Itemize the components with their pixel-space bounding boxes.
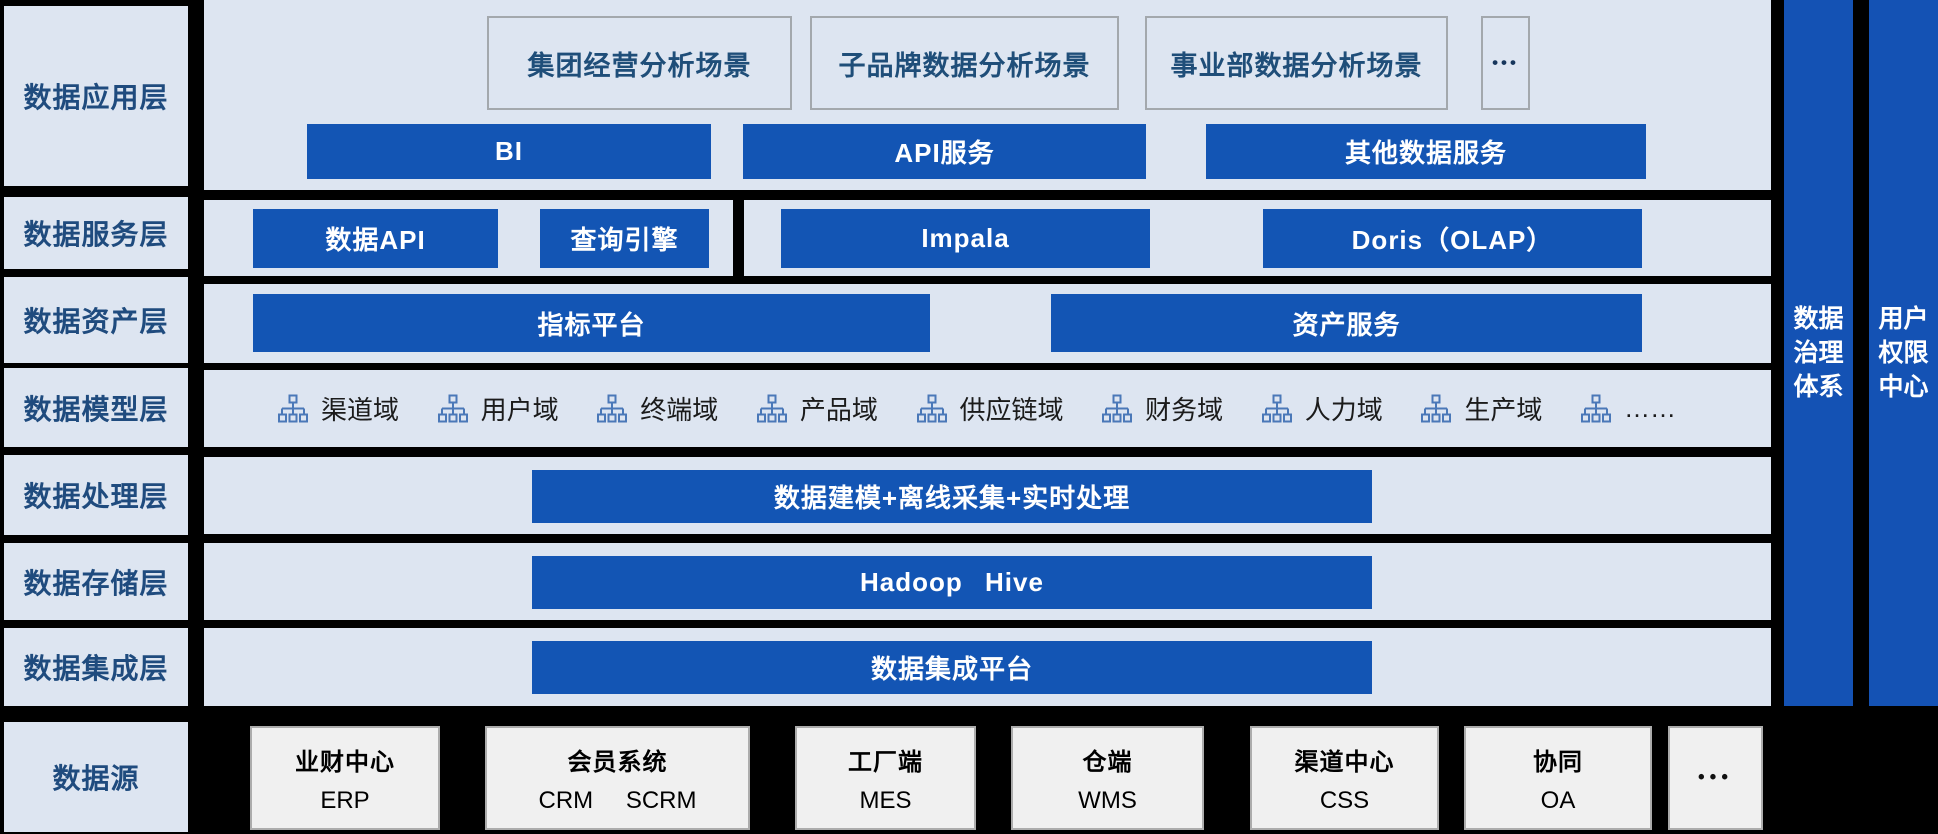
side-label-data-source: 数据源 <box>4 722 188 832</box>
org-tree-icon <box>916 394 947 424</box>
source-code: MES <box>859 786 912 814</box>
model-domain-finance: 财务域 <box>1102 390 1223 427</box>
side-label-text: 数据源 <box>52 763 140 794</box>
bar-line: 治理 <box>1793 339 1844 367</box>
ellipsis-dots: ••• <box>1698 767 1733 788</box>
pill-other-data-service: 其他数据服务 <box>1206 124 1646 179</box>
source-box-erp: 业财中心 ERP <box>250 726 440 830</box>
source-code: CSS <box>1319 786 1370 814</box>
side-label-text: 数据服务层 <box>23 219 169 250</box>
org-tree-icon <box>1421 394 1452 424</box>
side-label-text: 数据应用层 <box>23 82 169 113</box>
model-domain-user: 用户域 <box>437 390 559 427</box>
user-permission-label: 用户 权限 中心 <box>1878 302 1928 404</box>
model-domain-more: …… <box>1581 393 1676 424</box>
user-permission-bar: 用户 权限 中心 <box>1869 0 1938 706</box>
source-name: 会员系统 <box>567 748 668 776</box>
pill-bi: BI <box>307 124 711 179</box>
side-label-process-layer: 数据处理层 <box>4 455 188 535</box>
pill-data-modeling-collection: 数据建模+离线采集+实时处理 <box>532 470 1372 523</box>
pill-doris-olap: Doris（OLAP） <box>1263 209 1642 268</box>
pill-api-service: API服务 <box>743 124 1146 179</box>
source-code: ERP <box>320 786 370 814</box>
source-name: 渠道中心 <box>1294 748 1395 776</box>
source-box-mes: 工厂端 MES <box>795 726 976 830</box>
scenario-box-group-analysis: 集团经营分析场景 <box>487 16 792 110</box>
model-domain-label: 产品域 <box>799 395 878 425</box>
pill-hadoop-hive: Hadoop Hive <box>532 556 1372 609</box>
org-tree-icon <box>1581 394 1611 424</box>
side-label-text: 数据集成层 <box>23 653 169 684</box>
side-label-text: 数据模型层 <box>23 393 169 425</box>
scenario-box-division-analysis: 事业部数据分析场景 <box>1145 16 1448 110</box>
model-domain-production: 生产域 <box>1421 390 1542 427</box>
model-domain-supply-chain: 供应链域 <box>916 390 1064 427</box>
model-domain-terminal: 终端域 <box>597 390 718 427</box>
source-box-css: 渠道中心 CSS <box>1250 726 1439 830</box>
data-governance-bar: 数据 治理 体系 <box>1784 0 1853 706</box>
side-label-model-layer: 数据模型层 <box>4 368 188 447</box>
model-domain-product: 产品域 <box>756 390 878 427</box>
source-code: WMS <box>1078 786 1137 814</box>
source-name: 仓端 <box>1082 748 1133 776</box>
bar-line: 权限 <box>1878 339 1929 367</box>
side-label-service-layer: 数据服务层 <box>4 197 188 269</box>
source-box-oa: 协同 OA <box>1464 726 1652 830</box>
model-domain-label: 渠道域 <box>321 395 400 425</box>
model-domain-label: 终端域 <box>640 395 719 425</box>
source-box-wms: 仓端 WMS <box>1011 726 1204 830</box>
source-code: OA <box>1540 786 1576 814</box>
model-domain-label: 用户域 <box>480 395 559 425</box>
data-governance-label: 数据 治理 体系 <box>1793 302 1843 404</box>
pill-data-api: 数据API <box>253 209 498 268</box>
source-name: 协同 <box>1533 748 1583 776</box>
scenario-box-more: ••• <box>1481 16 1530 110</box>
source-box-more: ••• <box>1668 726 1763 830</box>
model-domain-label: 供应链域 <box>959 395 1064 425</box>
bar-line: 数据 <box>1793 305 1844 333</box>
side-label-storage-layer: 数据存储层 <box>4 543 188 620</box>
org-tree-icon <box>278 394 308 424</box>
source-name: 业财中心 <box>295 748 395 776</box>
org-tree-icon <box>1261 394 1292 424</box>
model-layer-panel: 渠道域 用户域 终端域 产品域 供应链域 财务域 人力域 生产域 …… <box>204 370 1771 447</box>
source-code: CRM SCRM <box>538 786 697 814</box>
org-tree-icon <box>437 394 468 424</box>
pill-data-integration-platform: 数据集成平台 <box>532 641 1372 694</box>
side-label-text: 数据资产层 <box>23 306 169 337</box>
side-label-text: 数据存储层 <box>23 567 169 599</box>
org-tree-icon <box>597 394 628 424</box>
bar-line: 用户 <box>1878 305 1929 333</box>
pill-metric-platform: 指标平台 <box>253 294 930 352</box>
model-domain-label: …… <box>1624 393 1676 423</box>
scenario-box-subbrand-analysis: 子品牌数据分析场景 <box>810 16 1119 110</box>
side-label-integration-layer: 数据集成层 <box>4 628 188 706</box>
pill-query-engine: 查询引擎 <box>540 209 709 268</box>
model-domain-label: 生产域 <box>1464 395 1543 425</box>
pill-impala: Impala <box>781 209 1150 268</box>
org-tree-icon <box>756 394 787 424</box>
side-label-text: 数据处理层 <box>23 481 169 512</box>
pill-asset-service: 资产服务 <box>1051 294 1642 352</box>
bar-line: 中心 <box>1878 373 1929 401</box>
model-domain-hr: 人力域 <box>1261 390 1383 427</box>
model-domain-label: 财务域 <box>1145 395 1224 425</box>
model-domain-channel: 渠道域 <box>278 390 399 427</box>
side-label-asset-layer: 数据资产层 <box>4 277 188 363</box>
model-domain-label: 人力域 <box>1304 395 1383 425</box>
source-name: 工厂端 <box>848 748 923 776</box>
side-label-app-layer: 数据应用层 <box>4 6 188 186</box>
org-tree-icon <box>1102 394 1133 424</box>
source-box-crm-scrm: 会员系统 CRM SCRM <box>485 726 750 830</box>
bar-line: 体系 <box>1793 373 1844 401</box>
